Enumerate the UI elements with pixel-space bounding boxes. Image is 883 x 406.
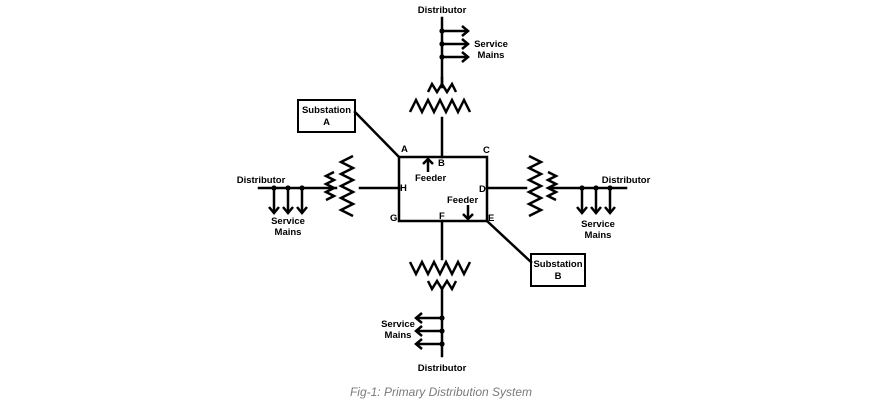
feeder-arrow-down-icon [462, 205, 474, 221]
top-service-mains-label-2: Mains [478, 50, 505, 61]
right-transformer-icon [526, 154, 559, 218]
corner-label-d: D [479, 184, 486, 195]
left-service-mains-label-1: Service [271, 216, 305, 227]
substation-b-label: Substation [533, 259, 582, 270]
top-service-mains-label-1: Service [474, 39, 508, 50]
corner-label-g: G [390, 213, 397, 224]
feeder-arrow-up-icon [422, 157, 434, 172]
bottom-service-mains-label-2: Mains [385, 330, 412, 341]
left-transformer-icon [323, 154, 356, 218]
top-distributor-label: Distributor [418, 5, 467, 16]
right-service-mains-arrows [576, 185, 616, 215]
substation-b-box [530, 253, 586, 287]
corner-label-a: A [401, 144, 408, 155]
substation-a-id: A [323, 117, 330, 128]
bottom-distributor-label: Distributor [418, 363, 467, 374]
right-distributor-label: Distributor [602, 175, 651, 186]
substation-a-connection [353, 110, 401, 159]
right-service-mains-label-1: Service [581, 219, 615, 230]
left-distributor-label: Distributor [237, 175, 286, 186]
corner-label-b: B [438, 158, 445, 169]
top-service-mains-arrows [439, 25, 470, 63]
corner-label-c: C [483, 145, 490, 156]
substation-b-id: B [555, 271, 562, 282]
bottom-service-mains-label-1: Service [381, 319, 415, 330]
left-service-mains-label-2: Mains [275, 227, 302, 238]
substation-b-connection [485, 219, 533, 264]
feeder-label-bottom: Feeder [447, 195, 478, 206]
substation-a-box [297, 99, 356, 133]
corner-label-h: H [400, 183, 407, 194]
feeder-label-top: Feeder [415, 173, 446, 184]
corner-label-f: F [439, 211, 445, 222]
top-transformer-icon [408, 76, 472, 115]
bottom-service-mains-arrows [414, 312, 445, 350]
figure-caption: Fig-1: Primary Distribution System [350, 385, 532, 399]
corner-label-e: E [488, 213, 494, 224]
right-service-mains-label-2: Mains [585, 230, 612, 241]
left-service-mains-arrows [268, 185, 308, 215]
bottom-transformer-icon [408, 259, 472, 292]
substation-a-label: Substation [302, 105, 351, 116]
